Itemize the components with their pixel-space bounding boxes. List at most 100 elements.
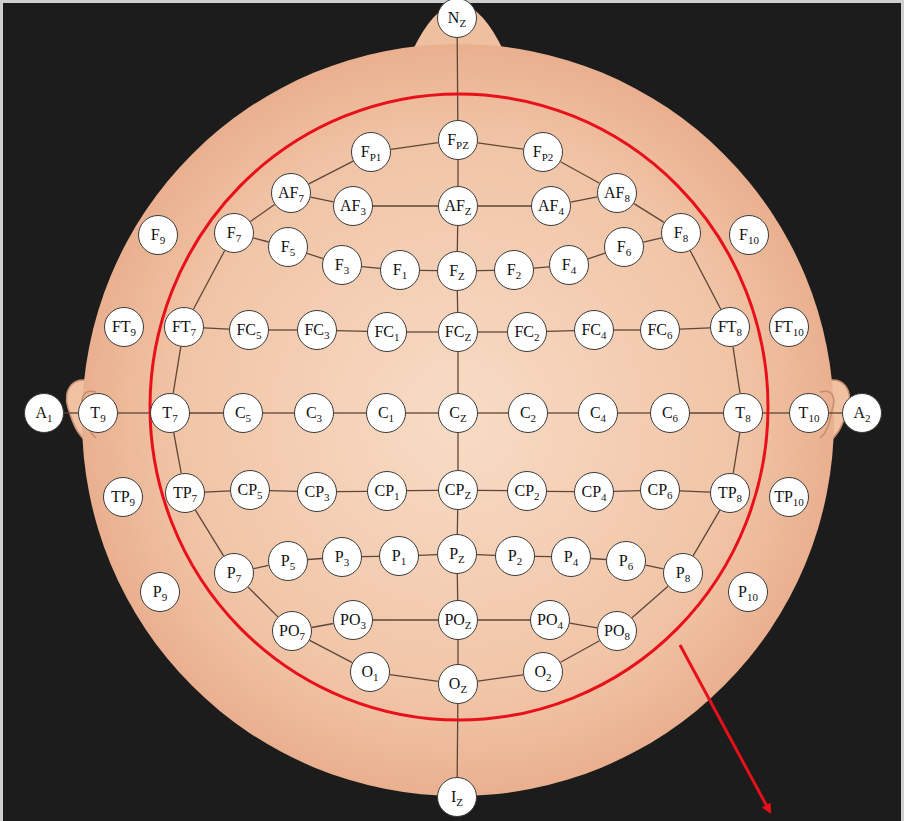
label-subscript: 4 xyxy=(601,329,607,341)
grid-line xyxy=(174,433,182,474)
grid-line xyxy=(373,619,438,620)
electrode-circle: F9 xyxy=(138,215,178,255)
label-subscript: PZ xyxy=(456,139,469,151)
label-subscript: Z xyxy=(464,331,471,343)
electrode-circle: F3 xyxy=(322,245,362,285)
label-main: P xyxy=(392,547,401,564)
electrode-label: FT7 xyxy=(172,319,196,335)
label-main: AF xyxy=(340,197,360,214)
electrode-label: PO8 xyxy=(604,623,630,639)
electrode-label: PO7 xyxy=(279,623,305,639)
label-main: F xyxy=(335,256,344,273)
label-main: T xyxy=(90,404,100,421)
electrode-circle: PO4 xyxy=(530,600,570,640)
electrode-circle: P6 xyxy=(606,541,646,581)
label-main: F xyxy=(617,238,626,255)
electrode-label: F3 xyxy=(335,257,349,273)
label-main: FT xyxy=(718,318,737,335)
electrode-circle: C1 xyxy=(366,393,406,433)
label-subscript: 4 xyxy=(558,205,564,217)
label-main: C xyxy=(520,404,531,421)
electrode-label: FT8 xyxy=(718,319,742,335)
grid-line xyxy=(270,490,297,492)
electrode-label: C5 xyxy=(235,405,251,421)
label-subscript: 3 xyxy=(360,205,366,217)
electrode-circle: P5 xyxy=(268,541,308,581)
electrode-circle: POZ xyxy=(438,600,478,640)
grid-line xyxy=(391,143,438,150)
grid-line xyxy=(618,412,650,413)
electrode-circle: TP7 xyxy=(165,473,205,513)
electrode-label: F9 xyxy=(151,227,165,243)
electrode-circle: AFZ xyxy=(438,186,478,226)
label-subscript: Z xyxy=(456,796,463,808)
electrode-circle: AF3 xyxy=(333,186,373,226)
electrode-circle: CP1 xyxy=(367,471,407,511)
label-main: T xyxy=(735,404,745,421)
label-main: F xyxy=(281,238,290,255)
electrode-circle: PO3 xyxy=(333,600,373,640)
grid-line xyxy=(561,641,600,663)
label-main: P xyxy=(676,564,685,581)
electrode-label: F6 xyxy=(617,239,631,255)
grid-line xyxy=(547,330,574,332)
grid-line xyxy=(477,270,494,272)
grid-line xyxy=(64,412,78,413)
electrode-label: P10 xyxy=(738,584,758,600)
label-subscript: 1 xyxy=(401,555,407,567)
label-subscript: 2 xyxy=(516,269,522,281)
grid-line xyxy=(457,510,459,534)
electrode-circle: CP2 xyxy=(507,471,547,511)
electrode-circle: A2 xyxy=(842,393,882,433)
electrode-label: FC3 xyxy=(304,322,329,338)
label-subscript: 2 xyxy=(546,671,552,683)
electrode-circle: AF7 xyxy=(271,173,311,213)
electrode-circle: TP9 xyxy=(103,477,143,517)
label-subscript: 6 xyxy=(626,246,632,258)
electrode-circle: C3 xyxy=(294,393,334,433)
electrode-circle: F1 xyxy=(380,250,420,290)
grid-line xyxy=(680,491,710,492)
label-main: P xyxy=(281,552,290,569)
electrode-label: AF8 xyxy=(604,185,630,201)
label-subscript: 3 xyxy=(324,491,330,503)
electrode-label: O1 xyxy=(361,664,378,680)
label-subscript: Z xyxy=(460,412,467,424)
grid-line xyxy=(478,412,508,413)
electrode-circle: TP8 xyxy=(710,473,750,513)
label-main: P xyxy=(227,564,236,581)
electrode-label: F7 xyxy=(227,225,241,241)
grid-line xyxy=(570,623,598,628)
electrode-label: A2 xyxy=(853,405,870,421)
electrode-circle: FC3 xyxy=(297,310,337,350)
grid-line xyxy=(173,347,181,394)
grid-line xyxy=(419,554,437,556)
electrode-circle: F5 xyxy=(268,227,308,267)
label-subscript: 8 xyxy=(737,326,743,338)
label-main: P xyxy=(738,583,747,600)
electrode-label: P7 xyxy=(227,565,241,581)
label-main: PO xyxy=(444,611,464,628)
label-subscript: Z xyxy=(464,489,471,501)
label-subscript: 5 xyxy=(256,329,262,341)
grid-line xyxy=(248,587,278,617)
label-subscript: 8 xyxy=(624,192,630,204)
grid-line xyxy=(190,412,223,413)
label-subscript: 8 xyxy=(624,630,630,642)
electrode-label: P8 xyxy=(676,565,690,581)
electrode-label: FP2 xyxy=(533,144,554,160)
grid-line xyxy=(457,291,459,312)
grid-line xyxy=(690,412,723,413)
electrode-label: FCZ xyxy=(445,324,471,340)
label-subscript: 1 xyxy=(402,269,408,281)
electrode-label: F10 xyxy=(739,227,759,243)
electrode-circle: P3 xyxy=(322,537,362,577)
label-main: TP xyxy=(173,484,192,501)
label-subscript: 10 xyxy=(808,412,819,424)
label-main: FC xyxy=(445,323,465,340)
electrode-label: TP7 xyxy=(173,485,197,501)
electrode-label: FC2 xyxy=(514,324,539,340)
label-subscript: 6 xyxy=(667,489,673,501)
label-main: I xyxy=(451,788,456,805)
electrode-label: FP1 xyxy=(361,144,382,160)
